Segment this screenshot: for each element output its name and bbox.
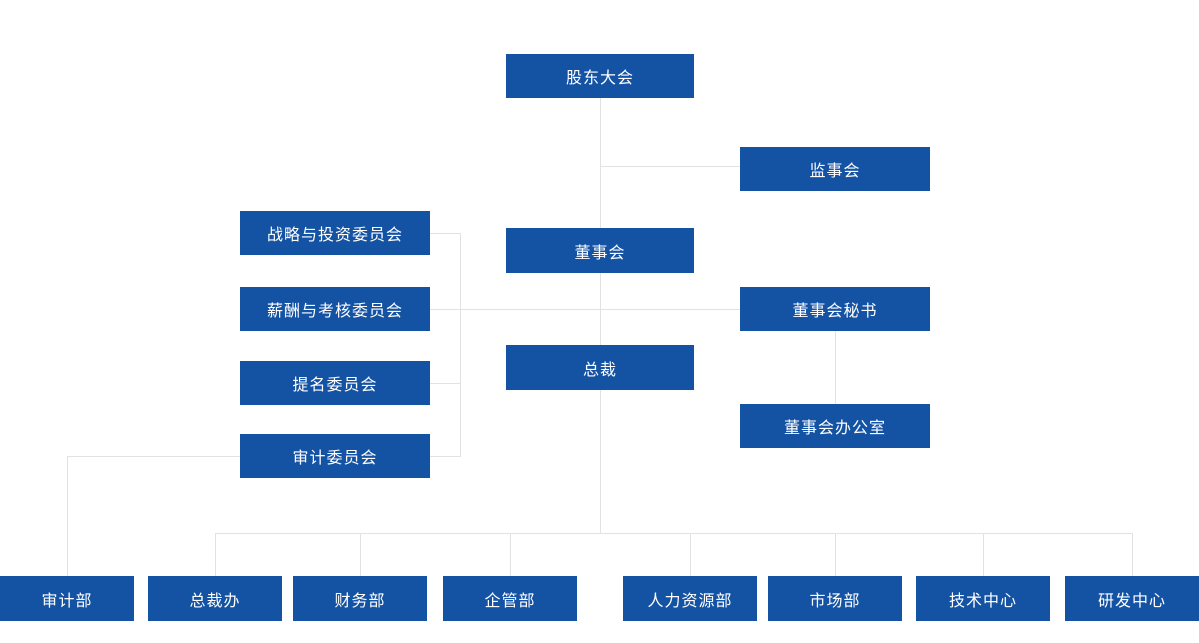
org-node-hr-dept: 人力资源部 (623, 576, 757, 621)
connector-nomination-stub (430, 383, 461, 384)
connector-stub-enterprise-mgmt (510, 533, 511, 576)
org-node-board-of-directors: 董事会 (506, 228, 694, 273)
connector-president-to-bus (600, 390, 601, 533)
org-node-marketing-dept: 市场部 (768, 576, 902, 621)
org-node-technology-center: 技术中心 (916, 576, 1050, 621)
connector-department-bus (215, 533, 1133, 534)
connector-supervisory-branch (600, 166, 741, 167)
connector-committee-bus (460, 233, 461, 457)
org-node-rd-center: 研发中心 (1065, 576, 1199, 621)
org-node-president: 总裁 (506, 345, 694, 390)
org-node-finance-dept: 财务部 (293, 576, 427, 621)
org-node-president-office: 总裁办 (148, 576, 282, 621)
org-node-enterprise-mgmt-dept: 企管部 (443, 576, 577, 621)
connector-stub-technology-center (983, 533, 984, 576)
org-node-nomination-committee: 提名委员会 (240, 361, 430, 405)
connector-board-row (430, 309, 741, 310)
connector-stub-marketing-dept (835, 533, 836, 576)
connector-secretary-to-office (835, 331, 836, 404)
connector-auditcommittee-auditdept-v (67, 456, 68, 576)
org-node-audit-dept: 审计部 (0, 576, 134, 621)
org-node-supervisory-board: 监事会 (740, 147, 930, 191)
org-node-shareholders-meeting: 股东大会 (506, 54, 694, 98)
connector-stub-hr-dept (690, 533, 691, 576)
connector-auditcommittee-auditdept-h (67, 456, 240, 457)
org-node-strategy-investment-committee: 战略与投资委员会 (240, 211, 430, 255)
connector-stub-finance-dept (360, 533, 361, 576)
connector-stub-rd-center (1132, 533, 1133, 576)
org-node-board-secretary: 董事会秘书 (740, 287, 930, 331)
connector-board-to-president (600, 273, 601, 345)
connector-shareholders-to-board (600, 98, 601, 228)
org-node-board-office: 董事会办公室 (740, 404, 930, 448)
connector-audit-committee-stub (430, 456, 461, 457)
connector-stub-president-office (215, 533, 216, 576)
org-node-audit-committee: 审计委员会 (240, 434, 430, 478)
org-node-compensation-assessment-committee: 薪酬与考核委员会 (240, 287, 430, 331)
connector-strategy-stub (430, 233, 461, 234)
